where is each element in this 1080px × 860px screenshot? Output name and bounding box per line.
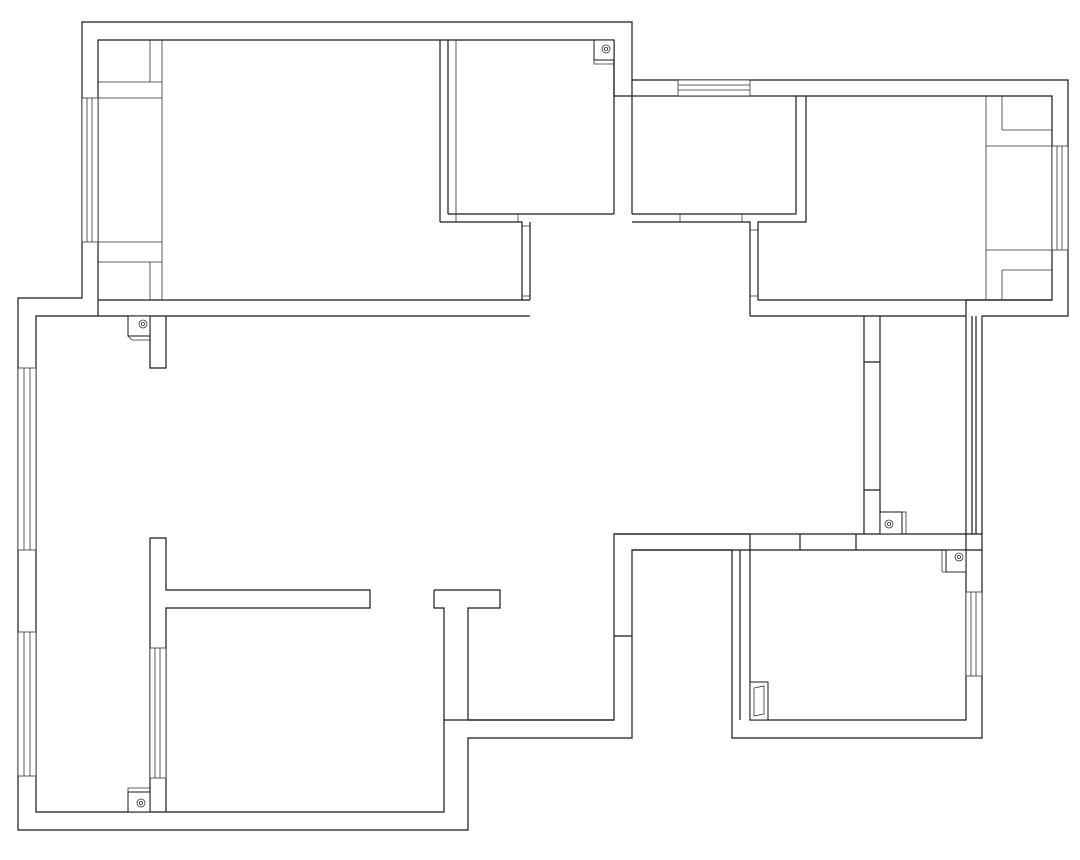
bedroom-4-partition (149, 537, 371, 812)
window-bedroom-4-west (17, 631, 37, 777)
bedroom-1-south-wall (98, 222, 531, 317)
window-glass (154, 648, 161, 778)
bedroom-1-east-wall (439, 40, 449, 222)
kitchen-south-wall (614, 533, 982, 551)
exterior-wall-outer (17, 21, 1069, 831)
sink-fixture-icon (749, 681, 769, 721)
window-frame (1051, 145, 1069, 251)
window-bedroom-3-east (985, 96, 1069, 300)
window-bedroom-4-partition (149, 647, 167, 779)
window-bay-ledge (985, 96, 1052, 300)
window-living-west (17, 367, 37, 551)
window-frame (965, 591, 983, 677)
pipe-marker-icon (593, 39, 615, 65)
window-bedroom-1-west (81, 40, 163, 300)
exterior-wall-inner (35, 39, 1053, 813)
window-glass (86, 98, 93, 242)
kitchen-west-wall (614, 550, 741, 720)
exterior-walls (17, 21, 1069, 831)
closet-wall (433, 589, 501, 720)
pipe-marker-icon (879, 511, 907, 535)
pipe-markers (127, 39, 967, 813)
east-corridor-outer (971, 316, 977, 534)
window-glass (23, 632, 31, 776)
window-glass (1056, 146, 1063, 250)
stub-wall-west (149, 316, 167, 369)
window-kitchen-east (965, 591, 983, 677)
window-frame (81, 97, 99, 243)
window-frame (677, 79, 751, 97)
pipe-marker-icon (127, 315, 151, 341)
window-frame (17, 367, 37, 551)
windows (17, 40, 1069, 779)
pipe-marker-icon (127, 787, 151, 813)
window-glass (970, 592, 977, 676)
window-frame (17, 631, 37, 777)
window-glass (678, 84, 750, 91)
north-room-south-wall (440, 40, 796, 300)
window-glass (23, 368, 31, 550)
window-corridor-north (677, 79, 751, 97)
east-corridor-walls (863, 316, 881, 534)
interior-walls (98, 40, 1052, 812)
door-openings-north (455, 214, 758, 297)
window-bay-ledge (98, 40, 163, 300)
pipe-marker-icon (941, 549, 967, 573)
bedroom-3-walls (750, 96, 1052, 317)
window-frame (149, 647, 167, 779)
